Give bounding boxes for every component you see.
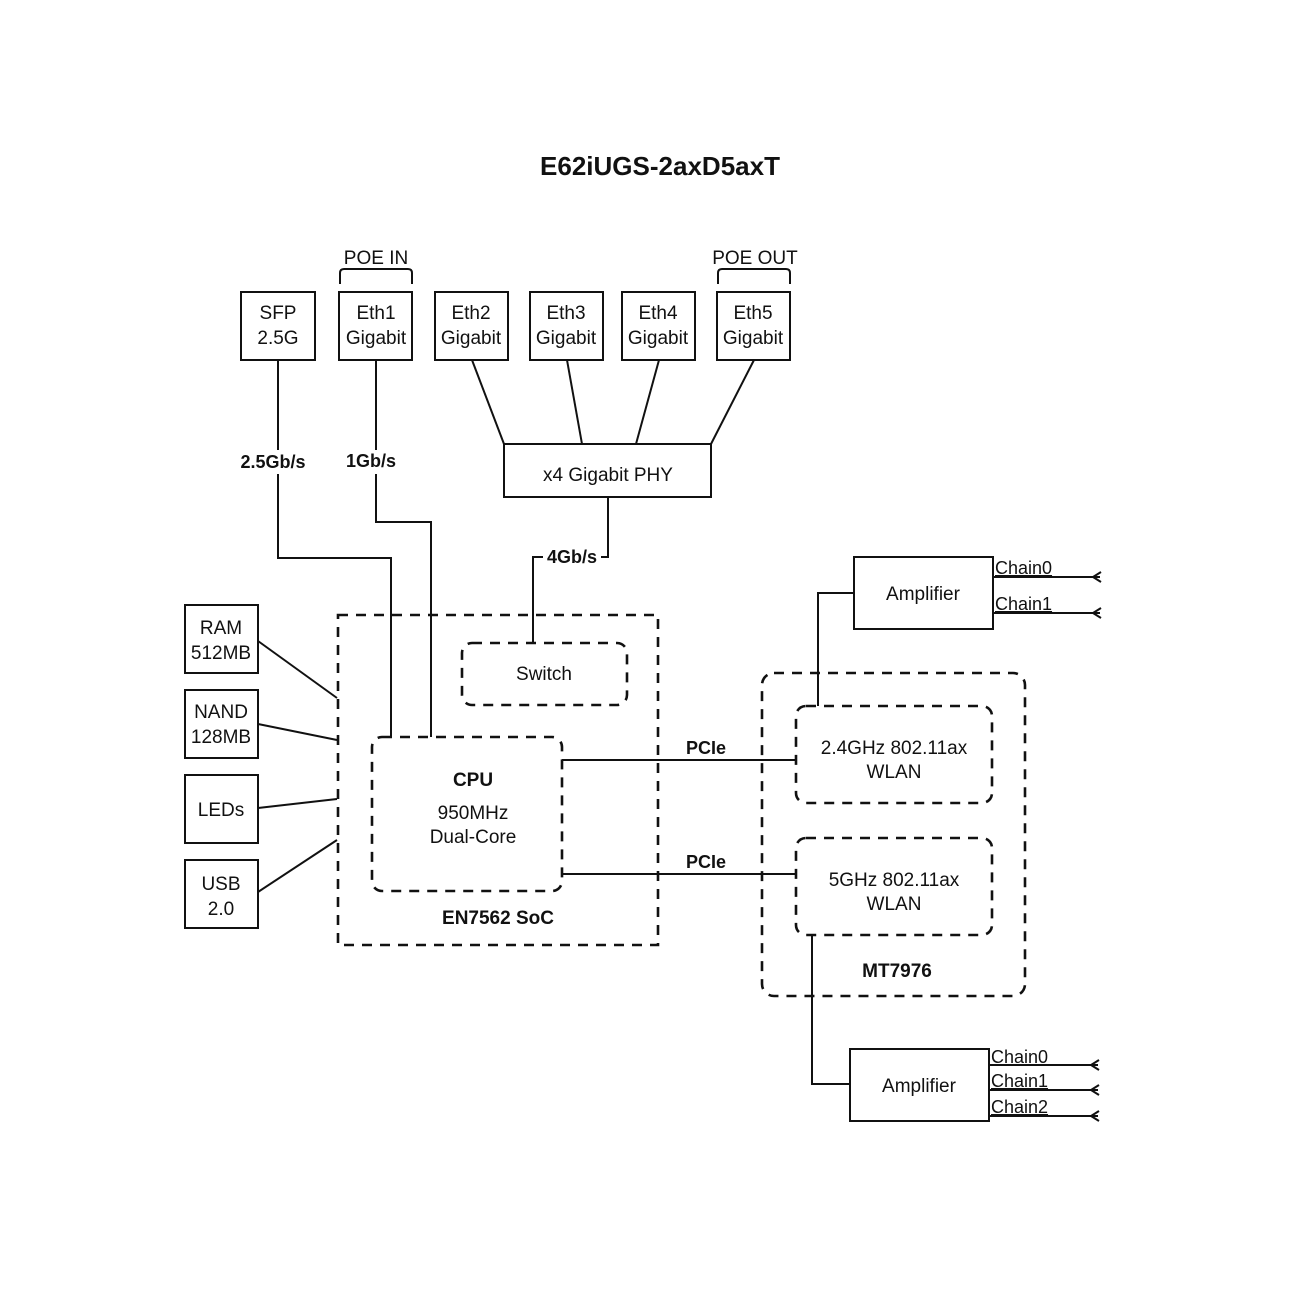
port-label: Eth2 [451, 303, 490, 324]
cpu-block: CPU 950MHz Dual-Core [370, 735, 564, 893]
chain-label: Chain1 [995, 594, 1052, 614]
phy-chip: x4 Gigabit PHY [503, 443, 712, 498]
antenna-arrow-icon [1091, 571, 1102, 583]
phy-link-speed: 4Gb/s [547, 547, 597, 567]
peripheral-size: 2.0 [208, 899, 234, 920]
peripheral-size: 512MB [191, 643, 251, 664]
peripheral-usb: USB 2.0 [184, 859, 259, 929]
soc-label: EN7562 SoC [442, 908, 554, 929]
peripheral-leds: LEDs [184, 774, 259, 844]
wlan-chip-label: MT7976 [862, 961, 932, 982]
link-sfp-cpu [277, 360, 392, 737]
port-label: Eth4 [638, 303, 678, 324]
chain-label: Chain1 [991, 1071, 1048, 1091]
amplifier-label: Amplifier [886, 584, 961, 605]
radio-5ghz: 5GHz 802.11ax WLAN [794, 836, 994, 937]
radio-label: 2.4GHz 802.11ax [821, 738, 968, 759]
link-eth3-phy [566, 359, 583, 445]
peripheral-label: USB [201, 874, 240, 895]
radio-type: WLAN [867, 762, 922, 783]
link-phy-switch [532, 497, 609, 643]
switch-block: Switch [460, 641, 629, 707]
link-eth2-phy [471, 359, 505, 445]
port-speed: 2.5G [257, 328, 298, 349]
antenna-arrow-icon [1089, 1059, 1100, 1071]
soc-block: EN7562 SoC [336, 613, 660, 947]
chain-label: Chain2 [991, 1097, 1048, 1117]
cpu-cores: Dual-Core [430, 827, 517, 848]
poe-out-label: POE OUT [712, 248, 798, 269]
port-eth5: Eth5 Gigabit [716, 291, 791, 361]
link-usb-soc [257, 839, 338, 893]
cpu-title: CPU [453, 770, 493, 791]
poe-in-bracket [339, 268, 413, 284]
link-nand-soc [257, 723, 338, 741]
chain-label: Chain0 [995, 558, 1052, 578]
radio-type: WLAN [867, 894, 922, 915]
amplifier-5ghz: Amplifier Chain0 Chain1 Chain2 [849, 1047, 1100, 1122]
label-bg [236, 450, 308, 474]
peripheral-label: RAM [200, 618, 242, 639]
link-eth5-phy [710, 359, 755, 445]
port-eth3: Eth3 Gigabit [529, 291, 604, 361]
radio-24ghz: 2.4GHz 802.11ax WLAN [794, 704, 994, 805]
diagram-title: E62iUGS-2axD5axT [540, 151, 780, 181]
switch-label: Switch [516, 664, 572, 685]
phy-label: x4 Gigabit PHY [543, 465, 673, 486]
link-eth4-phy [635, 359, 660, 445]
link-5ghz-amp [811, 935, 850, 1085]
poe-out-bracket [717, 268, 791, 284]
wlan-chip: MT7976 [760, 671, 1027, 998]
peripheral-label: LEDs [198, 800, 244, 821]
amplifier-label: Amplifier [882, 1076, 957, 1097]
sfp-link-speed: 2.5Gb/s [240, 452, 305, 472]
port-speed: Gigabit [723, 328, 784, 349]
link-leds-soc [257, 798, 338, 809]
amplifier-24ghz: Amplifier Chain0 Chain1 [853, 556, 1102, 630]
antenna-arrow-icon [1089, 1110, 1100, 1122]
radio-label: 5GHz 802.11ax [829, 870, 960, 891]
port-sfp: SFP 2.5G [240, 291, 316, 361]
port-eth1: Eth1 Gigabit [338, 291, 413, 361]
label-bg [342, 450, 400, 474]
antenna-arrow-icon [1089, 1084, 1100, 1096]
peripheral-label: NAND [194, 702, 248, 723]
cpu-frequency: 950MHz [438, 803, 509, 824]
port-speed: Gigabit [536, 328, 597, 349]
port-speed: Gigabit [346, 328, 407, 349]
label-bg [543, 545, 601, 569]
port-speed: Gigabit [628, 328, 689, 349]
chain-label: Chain0 [991, 1047, 1048, 1067]
peripheral-nand: NAND 128MB [184, 689, 259, 759]
link-24ghz-amp [817, 592, 854, 706]
port-label: Eth3 [546, 303, 585, 324]
poe-in-label: POE IN [344, 248, 408, 269]
link-eth1-cpu [375, 360, 432, 737]
peripheral-size: 128MB [191, 727, 251, 748]
pcie-top-label: PCIe [686, 738, 726, 758]
link-ram-soc [257, 640, 338, 699]
pcie-bottom-label: PCIe [686, 852, 726, 872]
peripheral-ram: RAM 512MB [184, 604, 259, 674]
antenna-arrow-icon [1091, 607, 1102, 619]
port-label: SFP [260, 303, 297, 324]
port-speed: Gigabit [441, 328, 502, 349]
eth1-link-speed: 1Gb/s [346, 451, 396, 471]
port-eth2: Eth2 Gigabit [434, 291, 509, 361]
port-label: Eth1 [356, 303, 395, 324]
port-eth4: Eth4 Gigabit [621, 291, 696, 361]
port-label: Eth5 [733, 303, 772, 324]
